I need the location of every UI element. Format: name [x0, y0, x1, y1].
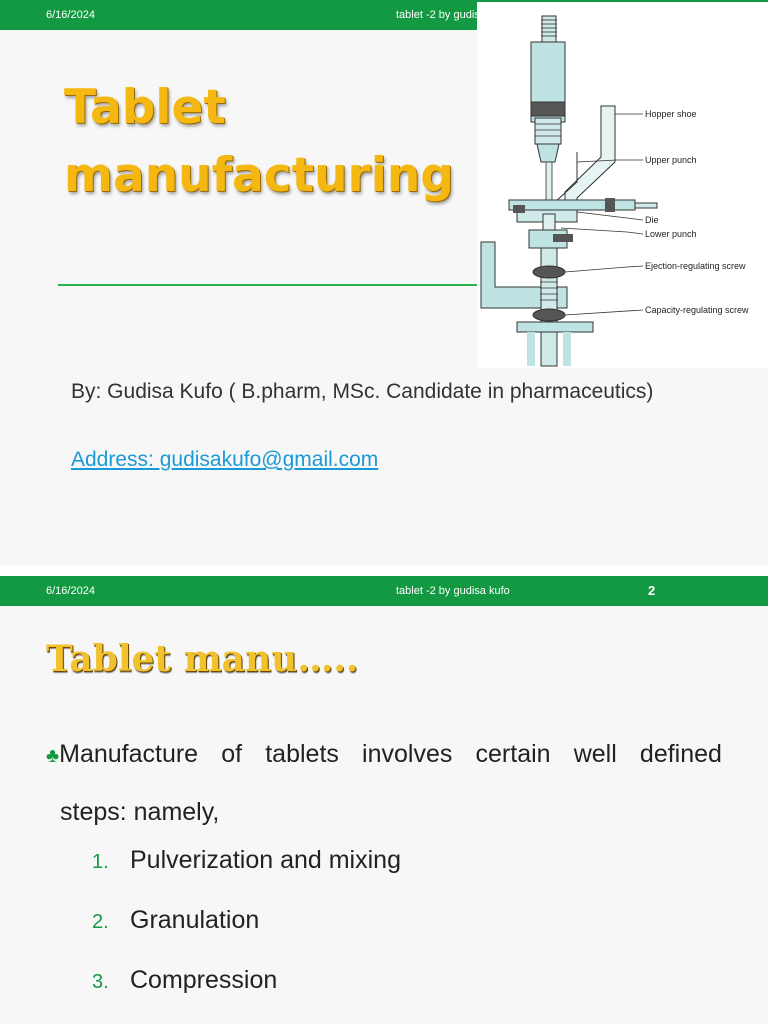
tablet-press-svg: Hopper shoe Upper punch Die Lower punch …	[480, 15, 749, 367]
step-text: Compression	[130, 966, 278, 994]
label-hopper-shoe: Hopper shoe	[645, 109, 697, 119]
bullet-word: Manufacture	[59, 740, 199, 768]
label-upper-punch: Upper punch	[645, 155, 697, 165]
label-die: Die	[645, 215, 659, 225]
label-capacity-screw: Capacity-regulating screw	[645, 305, 749, 315]
title-line-2: manufacturing	[64, 148, 454, 203]
author-byline: By: Gudisa Kufo ( B.pharm, MSc. Candidat…	[71, 380, 654, 403]
slide-1: 6/16/2024 tablet -2 by gudisa kufo Table…	[0, 0, 768, 471]
slide-date: 6/16/2024	[46, 585, 95, 597]
slide-separator	[0, 566, 768, 576]
list-item: 1. Pulverization and mixing	[92, 838, 401, 898]
bullet-word: involves	[362, 740, 453, 768]
club-suit-icon: ♣	[46, 745, 60, 767]
slide-title: Tablet manufacturing	[64, 74, 454, 210]
list-item: 2. Granulation	[92, 898, 401, 958]
step-number: 3.	[92, 971, 109, 993]
bullet-word: of	[221, 740, 243, 768]
bullet-word: defined	[639, 740, 722, 768]
email-link[interactable]: Address: gudisakufo@gmail.com	[71, 448, 379, 471]
slide-title: Tablet manu…..	[46, 638, 359, 680]
step-text: Granulation	[130, 906, 260, 934]
bullet-word: well	[573, 740, 617, 768]
bullet-point: ♣Manufacture of tablets involves certain…	[46, 726, 722, 840]
step-text: Pulverization and mixing	[130, 846, 401, 874]
bullet-word: tablets	[265, 740, 339, 768]
slide-date: 6/16/2024	[46, 9, 95, 21]
label-lower-punch: Lower punch	[645, 229, 697, 239]
bullet-first-line: ♣Manufacture of tablets involves certain…	[46, 726, 722, 784]
bullet-word: certain	[475, 740, 551, 768]
title-divider	[58, 284, 538, 286]
step-number: 1.	[92, 851, 109, 873]
bullet-continuation: steps: namely,	[60, 798, 220, 826]
slide-header-bar: 6/16/2024 tablet -2 by gudisa kufo 2	[0, 576, 768, 606]
slide-2: 6/16/2024 tablet -2 by gudisa kufo 2 Tab…	[0, 576, 768, 1024]
list-item: 3. Compression	[92, 958, 401, 1018]
slide-number: 2	[648, 583, 656, 598]
steps-list: 1. Pulverization and mixing 2. Granulation…	[92, 838, 401, 1018]
step-number: 2.	[92, 911, 109, 933]
title-line-1: Tablet	[64, 80, 226, 135]
slide-footer-text: tablet -2 by gudisa kufo	[396, 585, 510, 597]
tablet-press-diagram: Hopper shoe Upper punch Die Lower punch …	[477, 2, 768, 368]
label-ejection-screw: Ejection-regulating screw	[645, 261, 746, 271]
